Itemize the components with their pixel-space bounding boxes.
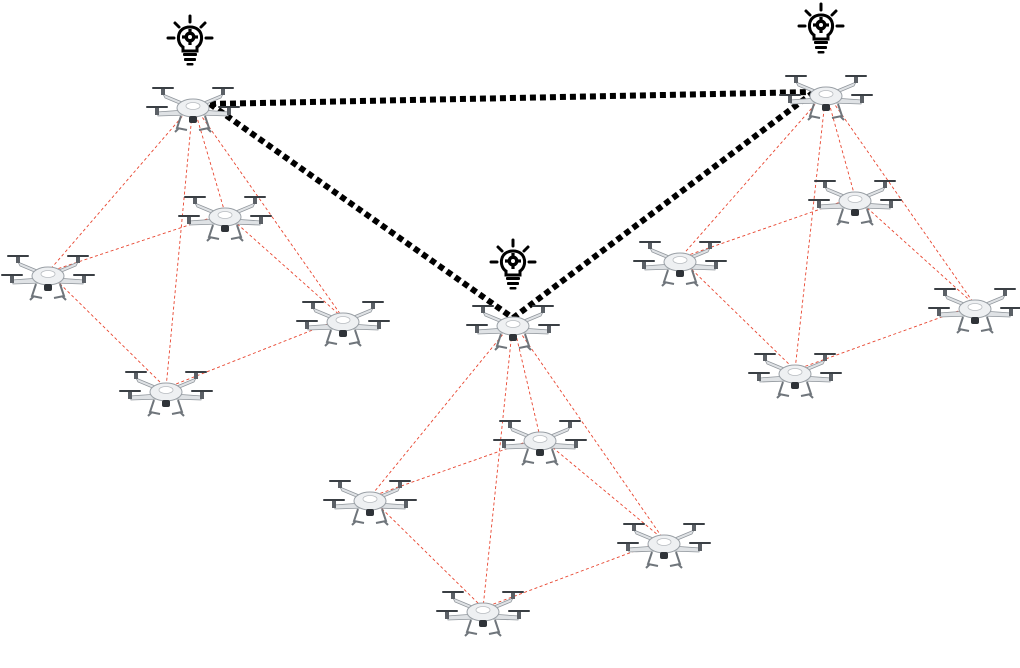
mesh-link-R-I bbox=[679, 91, 827, 259]
mesh-link-M-E bbox=[369, 321, 514, 498]
mesh-link-I-K bbox=[679, 257, 796, 371]
mesh-link-F-H bbox=[539, 436, 665, 541]
mesh-link-L-C bbox=[165, 103, 194, 389]
drone-icon-H bbox=[617, 523, 711, 569]
mesh-link-M-H bbox=[512, 321, 665, 541]
mesh-link-L-A bbox=[47, 103, 194, 273]
mesh-link-E-G bbox=[369, 496, 484, 609]
lightbulb-gear-icon-R bbox=[797, 2, 845, 55]
drones-layer bbox=[1, 75, 1020, 637]
mesh-link-R-K bbox=[794, 91, 827, 371]
mesh-link-M-G bbox=[482, 321, 514, 609]
drone-icon-C bbox=[119, 371, 213, 417]
drone-icon-G bbox=[436, 591, 530, 637]
drone-icon-F bbox=[493, 420, 587, 466]
drone-icon-A bbox=[1, 255, 95, 301]
drone-icon-M bbox=[466, 305, 560, 351]
lightbulb-gear-icon-L bbox=[166, 14, 214, 67]
drone-icon-J bbox=[808, 180, 902, 226]
drone-icon-K bbox=[748, 353, 842, 399]
drone-icon-R bbox=[779, 75, 873, 121]
leader-link-L-R bbox=[209, 89, 815, 107]
mesh-link-L-B bbox=[192, 103, 226, 214]
drone-icon-B bbox=[178, 196, 272, 242]
mesh-link-J-N bbox=[854, 196, 976, 306]
lightbulb-gear-icon-M bbox=[489, 238, 537, 291]
mesh-link-K-N bbox=[794, 304, 976, 371]
drone-icon-L bbox=[146, 87, 240, 133]
mesh-link-B-D bbox=[224, 212, 344, 319]
leader-links-layer bbox=[208, 89, 816, 321]
leader-link-M-R bbox=[511, 89, 816, 321]
drone-icon-D bbox=[296, 301, 390, 347]
drone-icon-N bbox=[928, 288, 1020, 334]
drone-icon-I bbox=[633, 241, 727, 287]
drone-icon-E bbox=[323, 480, 417, 526]
mesh-link-R-N bbox=[825, 91, 976, 306]
mesh-links-layer bbox=[47, 91, 976, 609]
mesh-link-C-D bbox=[165, 317, 344, 389]
mesh-link-R-J bbox=[825, 91, 856, 198]
leader-link-L-M bbox=[208, 101, 515, 321]
mesh-link-A-C bbox=[47, 271, 167, 389]
